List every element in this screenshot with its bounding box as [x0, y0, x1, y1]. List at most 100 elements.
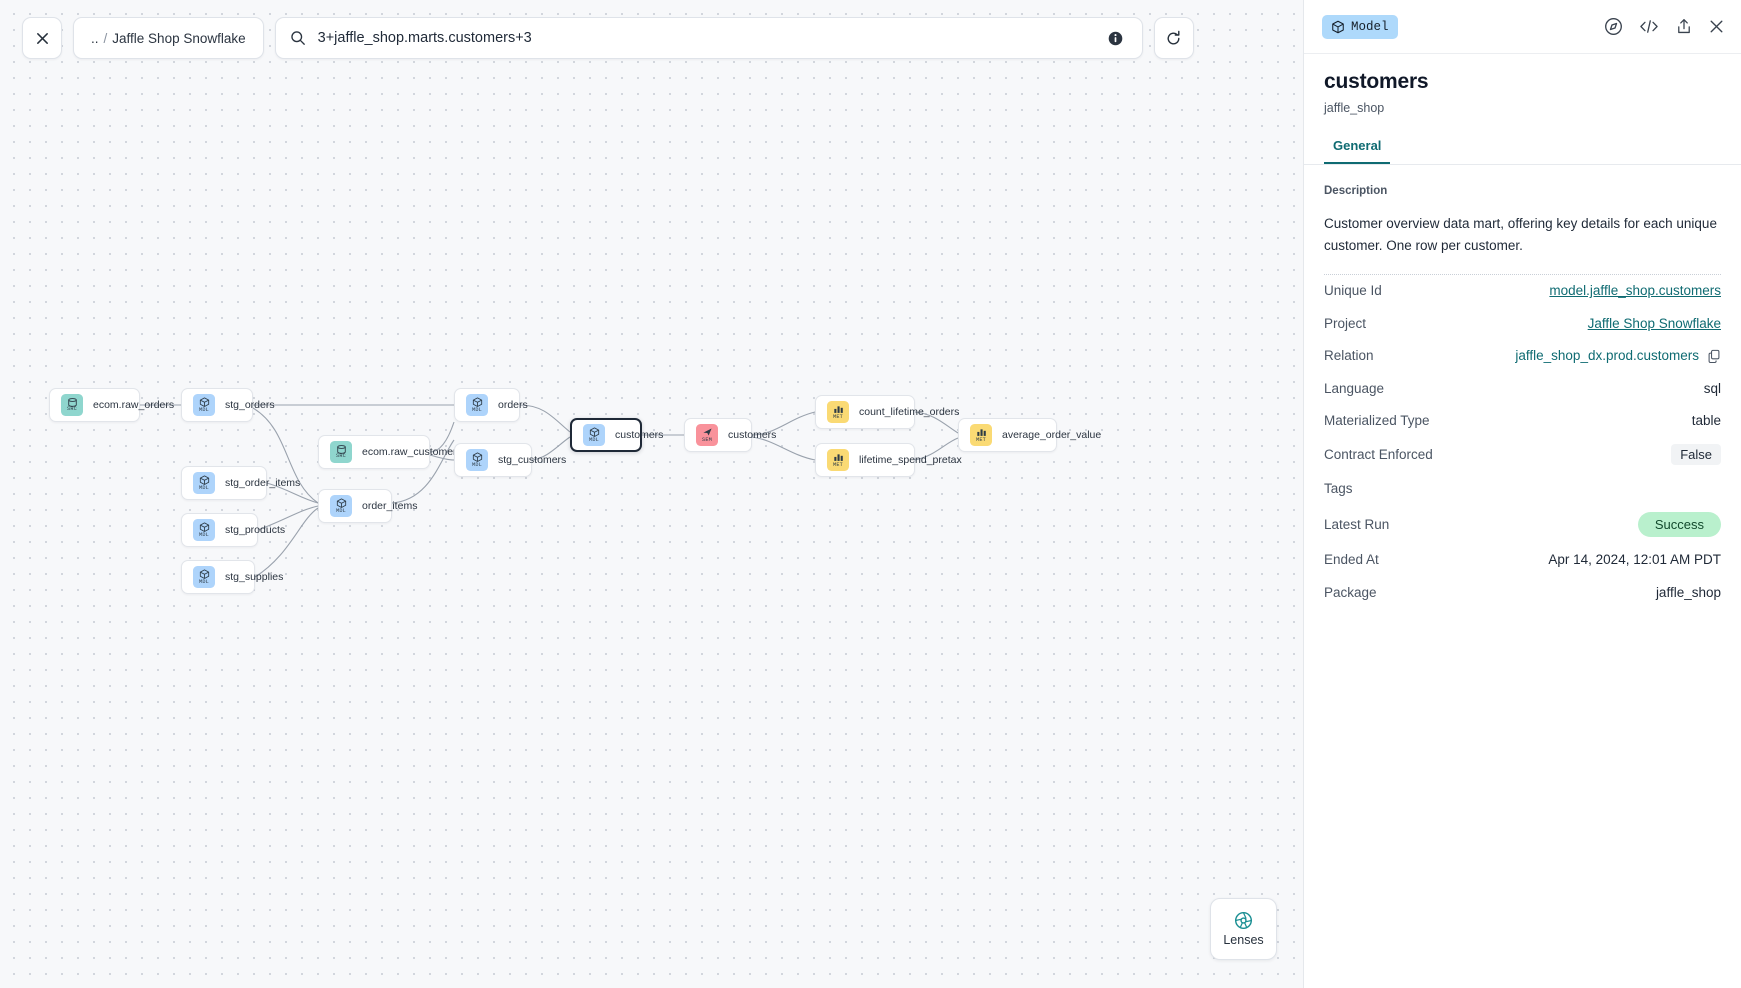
graph-node-label: stg_order_items — [225, 477, 301, 489]
property-key: Latest Run — [1324, 516, 1390, 532]
details-panel: Model — [1303, 0, 1741, 988]
property-value-wrap: jaffle_shop_dx.prod.customers — [1515, 348, 1721, 363]
graph-node-label: count_lifetime_orders — [859, 406, 960, 418]
copy-relation-button[interactable] — [1707, 349, 1721, 363]
graph-node-label: customers — [728, 429, 777, 441]
property-row: Ended At Apr 14, 2024, 12:01 AM PDT — [1324, 544, 1721, 577]
panel-actions — [1604, 17, 1725, 36]
graph-node-label: order_items — [362, 500, 418, 512]
mdl-badge-icon: MDL — [193, 566, 215, 588]
resource-type-chip[interactable]: Model — [1322, 14, 1398, 39]
graph-node-label: customers — [615, 429, 664, 441]
panel-tabs: General — [1304, 138, 1741, 165]
graph-node-stg_order_items[interactable]: MDL stg_order_items — [181, 466, 300, 500]
property-value: table — [1691, 413, 1721, 429]
property-value: Apr 14, 2024, 12:01 AM PDT — [1548, 552, 1721, 568]
mdl-badge-icon: MDL — [193, 394, 215, 416]
breadcrumb-separator: / — [103, 30, 108, 46]
status-badge[interactable]: Success — [1637, 511, 1721, 537]
close-icon[interactable] — [1708, 18, 1725, 35]
property-key: Ended At — [1324, 552, 1379, 568]
property-key: Materialized Type — [1324, 413, 1430, 429]
property-value-relation[interactable]: jaffle_shop_dx.prod.customers — [1515, 348, 1699, 364]
property-value-link[interactable]: model.jaffle_shop.customers — [1549, 283, 1721, 299]
explore-icon[interactable] — [1604, 17, 1623, 36]
breadcrumb[interactable]: .. / Jaffle Shop Snowflake — [73, 17, 264, 59]
graph-node-label: stg_supplies — [225, 571, 284, 583]
graph-toolbar: .. / Jaffle Shop Snowflake 3+jaffle_shop… — [22, 17, 1194, 59]
panel-header: Model — [1304, 0, 1741, 54]
graph-node-label: ecom.raw_customers — [362, 446, 462, 458]
info-icon[interactable] — [1107, 30, 1124, 47]
property-row: Contract Enforced False — [1324, 437, 1721, 472]
property-value-wrap: Jaffle Shop Snowflake — [1588, 316, 1721, 331]
mdl-badge-icon: MDL — [583, 424, 605, 446]
graph-node-label: stg_products — [225, 524, 286, 536]
met-badge-icon: MET — [970, 424, 992, 446]
graph-node-customers_model[interactable]: MDL customers — [570, 418, 663, 452]
property-value-wrap: model.jaffle_shop.customers — [1549, 283, 1721, 298]
search-icon — [290, 31, 305, 45]
property-value: jaffle_shop — [1655, 584, 1721, 600]
graph-node-lifetime_spend_pretax[interactable]: MET lifetime_spend_pretax — [815, 443, 962, 477]
mdl-badge-icon: MDL — [466, 394, 488, 416]
property-value-wrap: False — [1671, 444, 1721, 466]
breadcrumb-project: Jaffle Shop Snowflake — [112, 30, 246, 46]
mdl-badge-icon: MDL — [466, 449, 488, 471]
copy-icon[interactable] — [1707, 349, 1721, 363]
tab-general[interactable]: General — [1324, 138, 1391, 164]
graph-node-stg_supplies[interactable]: MDL stg_supplies — [181, 560, 283, 594]
graph-node-stg_orders[interactable]: MDL stg_orders — [181, 388, 275, 422]
property-key: Contract Enforced — [1324, 447, 1433, 463]
property-value-link[interactable]: Jaffle Shop Snowflake — [1587, 315, 1721, 331]
property-value-wrap: sql — [1704, 381, 1721, 396]
property-key: Relation — [1324, 348, 1374, 364]
graph-node-label: ecom.raw_orders — [93, 399, 175, 411]
resource-type-label: Model — [1351, 19, 1389, 34]
met-badge-icon: MET — [827, 449, 849, 471]
property-key: Project — [1324, 315, 1367, 331]
lineage-search-input[interactable]: 3+jaffle_shop.marts.customers+3 — [274, 17, 1143, 59]
panel-subtitle: jaffle_shop — [1324, 101, 1385, 115]
property-value-wrap: Apr 14, 2024, 12:01 AM PDT — [1548, 552, 1721, 567]
graph-node-stg_products[interactable]: MDL stg_products — [181, 513, 285, 547]
graph-node-ecom_raw_customers[interactable]: SRC ecom.raw_customers — [318, 435, 462, 469]
property-key: Package — [1324, 584, 1377, 600]
breadcrumb-prefix: .. — [91, 30, 99, 46]
refresh-icon — [1167, 30, 1180, 44]
refresh-button[interactable] — [1153, 17, 1194, 59]
src-badge-icon: SRC — [61, 394, 83, 416]
code-icon[interactable] — [1638, 17, 1660, 36]
lenses-button[interactable]: Lenses — [1210, 898, 1277, 960]
property-row: Project Jaffle Shop Snowflake — [1324, 307, 1721, 340]
property-value-badge: False — [1671, 444, 1721, 466]
mdl-badge-icon: MDL — [193, 519, 215, 541]
mdl-badge-icon: MDL — [330, 495, 352, 517]
cube-icon — [1332, 20, 1344, 33]
src-badge-icon: SRC — [330, 441, 352, 463]
lenses-label: Lenses — [1223, 933, 1264, 947]
met-badge-icon: MET — [827, 401, 849, 423]
close-graph-button[interactable] — [22, 17, 62, 59]
share-icon[interactable] — [1675, 17, 1693, 36]
graph-node-label: stg_orders — [225, 399, 275, 411]
mdl-badge-icon: MDL — [193, 472, 215, 494]
graph-node-order_items[interactable]: MDL order_items — [318, 489, 417, 523]
property-key: Language — [1324, 380, 1385, 396]
property-value-wrap: jaffle_shop — [1656, 585, 1721, 600]
graph-node-label: orders — [498, 399, 528, 411]
graph-node-orders[interactable]: MDL orders — [454, 388, 528, 422]
property-row: Materialized Type table — [1324, 405, 1721, 438]
close-icon — [36, 32, 48, 44]
graph-node-count_lifetime_orders[interactable]: MET count_lifetime_orders — [815, 395, 959, 429]
graph-node-label: lifetime_spend_pretax — [859, 454, 962, 466]
property-row: Latest Run Success — [1324, 505, 1721, 544]
graph-node-ecom_raw_orders[interactable]: SRC ecom.raw_orders — [49, 388, 174, 422]
